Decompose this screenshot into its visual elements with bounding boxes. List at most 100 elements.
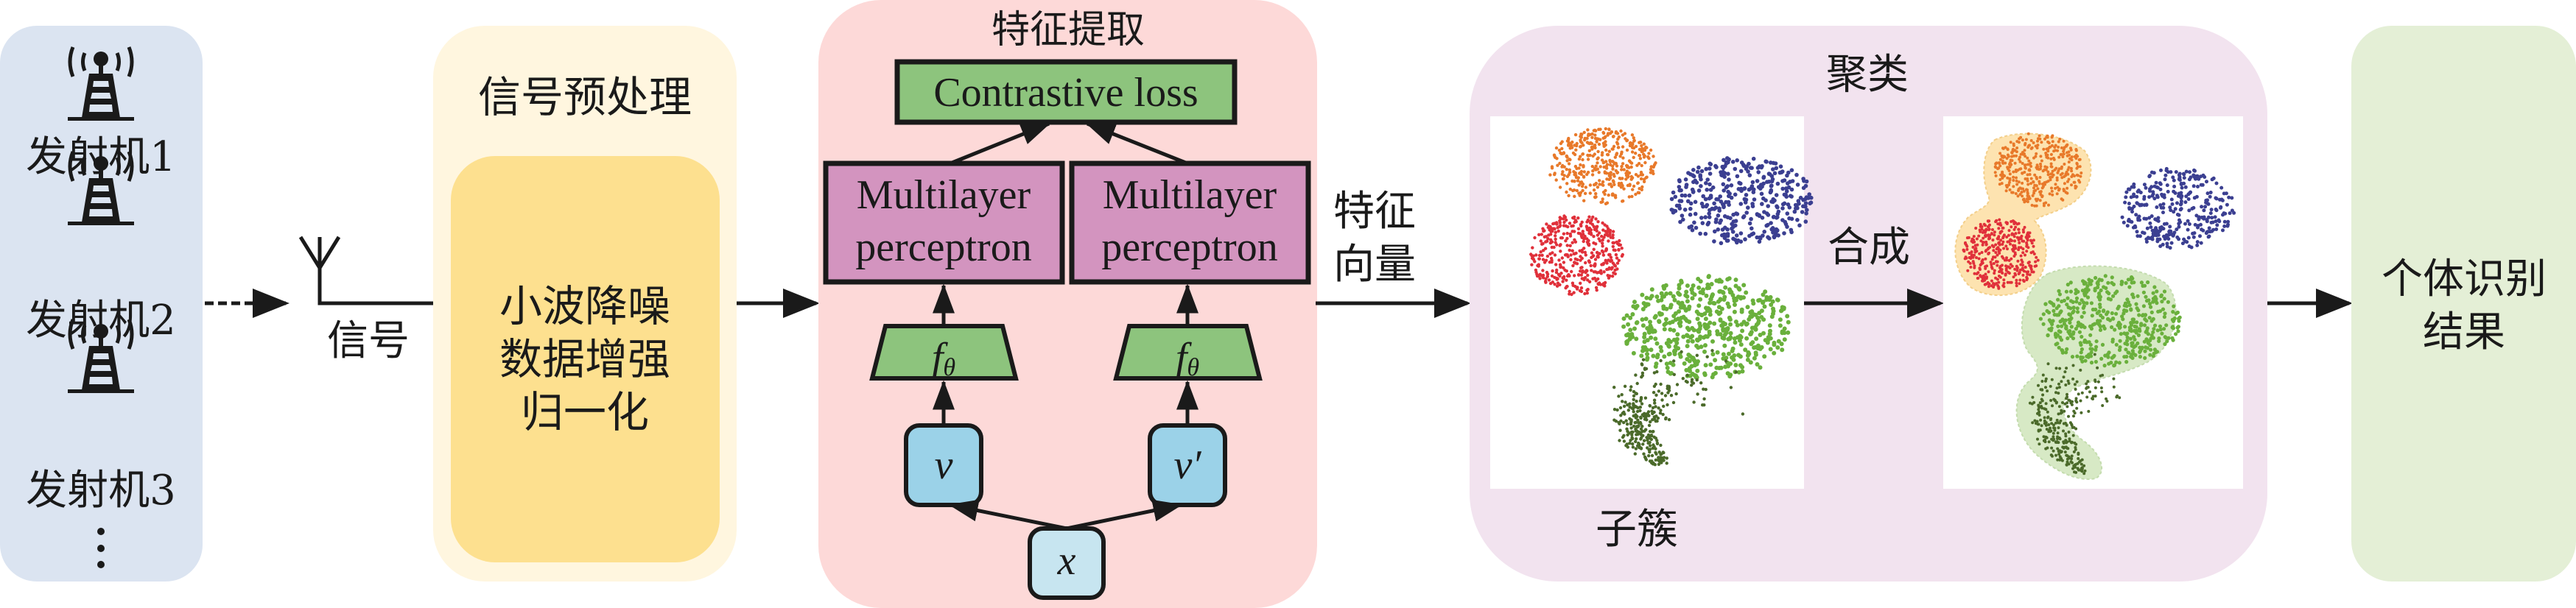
scatter-point-blue <box>1780 206 1785 211</box>
scatter-point-green <box>2137 313 2141 317</box>
scatter-point-red <box>1579 258 1582 262</box>
scatter-point-red <box>1554 230 1557 234</box>
scatter-point-orange <box>1590 164 1594 169</box>
scatter-point-red <box>1984 249 1988 252</box>
scatter-point-orange <box>2029 146 2033 150</box>
scatter-point-green <box>2127 285 2132 289</box>
scatter-point-green <box>1763 289 1768 294</box>
scatter-point-orange <box>2008 164 2012 168</box>
scatter-point-red <box>1998 231 2002 235</box>
scatter-point-blue <box>1724 185 1729 190</box>
scatter-point-green <box>1686 353 1691 357</box>
scatter-point-red <box>2012 222 2016 225</box>
scatter-point-green <box>1704 293 1709 298</box>
scatter-point-green <box>2135 320 2139 325</box>
scatter-point-orange <box>1597 127 1601 131</box>
scatter-point-blue <box>1718 194 1722 199</box>
scatter-point-orange <box>1649 148 1653 152</box>
scatter-point-orange <box>1562 177 1565 181</box>
scatter-point-orange <box>1577 157 1582 161</box>
scatter-point-dark-green <box>1659 459 1663 463</box>
scatter-point-green <box>1718 289 1723 294</box>
contrastive-loss-label: Contrastive loss <box>933 70 1198 116</box>
scatter-point-green <box>1786 330 1791 335</box>
scatter-point-red <box>2010 280 2013 284</box>
scatter-point-orange <box>2056 171 2060 174</box>
scatter-point-red <box>2012 227 2016 231</box>
scatter-point-green <box>2088 282 2093 286</box>
scatter-point-red <box>1568 248 1571 252</box>
scatter-point-red <box>1975 256 1978 259</box>
scatter-point-red <box>1586 219 1590 223</box>
scatter-point-green <box>2129 277 2133 282</box>
scatter-point-orange <box>2053 168 2057 172</box>
scatter-point-orange <box>2066 191 2069 195</box>
scatter-point-blue <box>1763 198 1768 203</box>
scatter-point-blue <box>2186 219 2190 223</box>
scatter-point-red <box>1984 277 1988 280</box>
scatter-point-green <box>1664 361 1669 367</box>
scatter-point-dark-green <box>2055 400 2058 404</box>
scatter-point-green <box>1691 283 1696 288</box>
scatter-point-green <box>2151 291 2155 295</box>
scatter-point-red <box>2013 239 2016 243</box>
scatter-point-orange <box>1617 135 1621 139</box>
scatter-point-orange <box>1628 144 1632 148</box>
scatter-point-orange <box>2080 172 2083 174</box>
scatter-point-orange <box>1639 170 1643 174</box>
scatter-point-orange <box>2045 166 2049 169</box>
scatter-point-green <box>1755 362 1760 367</box>
scatter-point-blue <box>1731 236 1736 241</box>
scatter-point-orange <box>2006 167 2010 171</box>
preprocessing-step: 小波降噪 <box>499 281 670 331</box>
scatter-point-red <box>2032 238 2035 242</box>
scatter-point-blue <box>1688 206 1693 211</box>
scatter-point-dark-green <box>2057 412 2060 416</box>
scatter-point-red <box>1568 289 1571 294</box>
scatter-point-red <box>1561 276 1565 280</box>
scatter-point-red <box>1587 215 1591 219</box>
scatter-point-orange <box>1581 152 1585 156</box>
scatter-point-green <box>2041 312 2046 317</box>
scatter-point-green <box>2051 319 2055 323</box>
scatter-point-dark-green <box>2067 414 2070 418</box>
scatter-point-orange <box>1630 146 1635 149</box>
scatter-point-red <box>1570 241 1574 244</box>
scatter-point-orange <box>1562 174 1566 177</box>
scatter-point-green <box>2128 327 2133 331</box>
scatter-point-orange <box>2006 184 2010 188</box>
scatter-point-blue <box>1769 227 1774 232</box>
scatter-point-green <box>1631 304 1636 309</box>
scatter-point-orange <box>1593 183 1596 187</box>
scatter-point-orange <box>1592 188 1596 192</box>
scatter-point-red <box>1598 283 1603 286</box>
scatter-point-blue <box>1749 184 1755 188</box>
scatter-point-blue <box>1729 195 1734 200</box>
scatter-point-orange <box>1567 173 1570 177</box>
scatter-point-red <box>2032 244 2035 248</box>
scatter-point-green <box>1666 344 1671 349</box>
scatter-point-red <box>1573 230 1576 233</box>
scatter-point-blue <box>2135 201 2139 205</box>
scatter-point-orange <box>1999 173 2003 177</box>
scatter-point-dark-green <box>1695 353 1699 357</box>
scatter-point-dark-green <box>1612 408 1617 411</box>
scatter-point-red <box>1562 261 1566 264</box>
scatter-point-dark-green <box>2075 406 2079 410</box>
scatter-point-green <box>1673 311 1678 316</box>
scatter-point-blue <box>1705 222 1710 227</box>
scatter-point-green <box>2127 350 2131 355</box>
scatter-point-green <box>1708 362 1713 367</box>
scatter-point-green <box>1670 319 1675 325</box>
scatter-point-orange <box>1607 193 1610 197</box>
scatter-point-dark-green <box>1648 403 1652 408</box>
scatter-point-green <box>1724 330 1729 336</box>
scatter-point-green <box>1727 304 1731 309</box>
scatter-point-blue <box>1696 188 1702 193</box>
scatter-point-dark-green <box>2077 468 2081 472</box>
scatter-point-blue <box>1681 217 1685 222</box>
scatter-point-orange <box>1574 175 1579 180</box>
scatter-point-orange <box>1630 194 1634 199</box>
scatter-point-red <box>1579 224 1583 228</box>
scatter-point-green <box>1679 316 1684 320</box>
